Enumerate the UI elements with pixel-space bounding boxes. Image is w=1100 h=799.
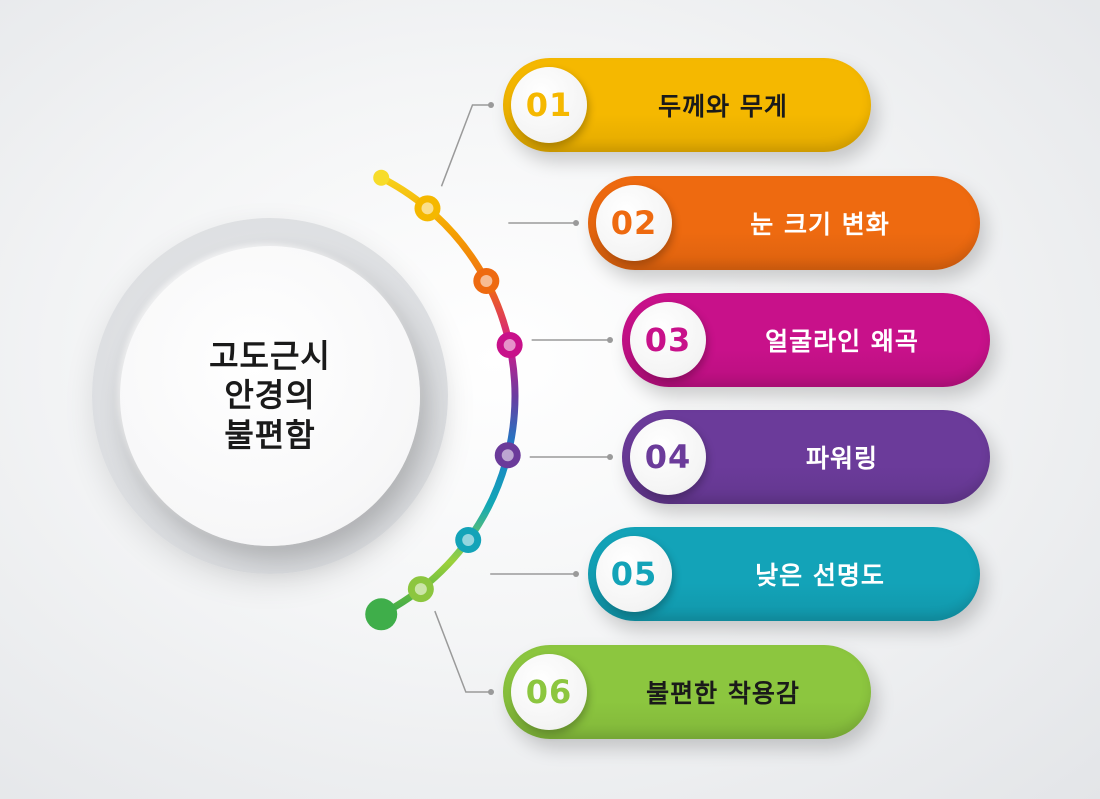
arc-node-core (414, 583, 427, 596)
arc-node-core (480, 274, 493, 287)
arc-path (377, 174, 519, 618)
step-label: 파워링 (805, 444, 878, 473)
connector-line (434, 610, 491, 693)
connector-line (440, 104, 491, 187)
step-number-badge: 02 (596, 185, 672, 261)
connector-tip (488, 102, 494, 108)
connector-tip (488, 689, 494, 695)
step-number-badge: 04 (630, 419, 706, 495)
step-number-badge: 06 (511, 654, 587, 730)
step-label: 눈 크기 변화 (750, 210, 890, 239)
step-pill-01: 01 두께와 무게 (503, 58, 871, 152)
arc-node-core (503, 339, 516, 352)
connector-tip (607, 454, 613, 460)
arc-start-dot (373, 169, 390, 186)
step-label: 얼굴라인 왜곡 (765, 327, 919, 356)
center-title-line-2: 안경의 (224, 376, 316, 415)
center-title-line-1: 고도근시 (209, 337, 331, 376)
connector-tip (573, 220, 579, 226)
step-label: 불편한 착용감 (646, 679, 800, 708)
arc-node-core (421, 202, 434, 215)
step-number-badge: 05 (596, 536, 672, 612)
center-circle: 고도근시 안경의 불편함 (120, 246, 420, 546)
step-label: 두께와 무게 (658, 92, 788, 121)
step-pill-04: 04 파워링 (622, 410, 990, 504)
arc-node-core (501, 449, 514, 462)
step-pill-05: 05 낮은 선명도 (588, 527, 980, 621)
center-title-line-3: 불편함 (224, 415, 316, 454)
connector-tip (573, 571, 579, 577)
step-number-badge: 03 (630, 302, 706, 378)
arc-node-core (462, 534, 475, 547)
connector-tip (607, 337, 613, 343)
step-label: 낮은 선명도 (755, 561, 885, 590)
step-number-badge: 01 (511, 67, 587, 143)
step-pill-03: 03 얼굴라인 왜곡 (622, 293, 990, 387)
step-pill-06: 06 불편한 착용감 (503, 645, 871, 739)
arc-end-dot (365, 598, 398, 631)
step-pill-02: 02 눈 크기 변화 (588, 176, 980, 270)
